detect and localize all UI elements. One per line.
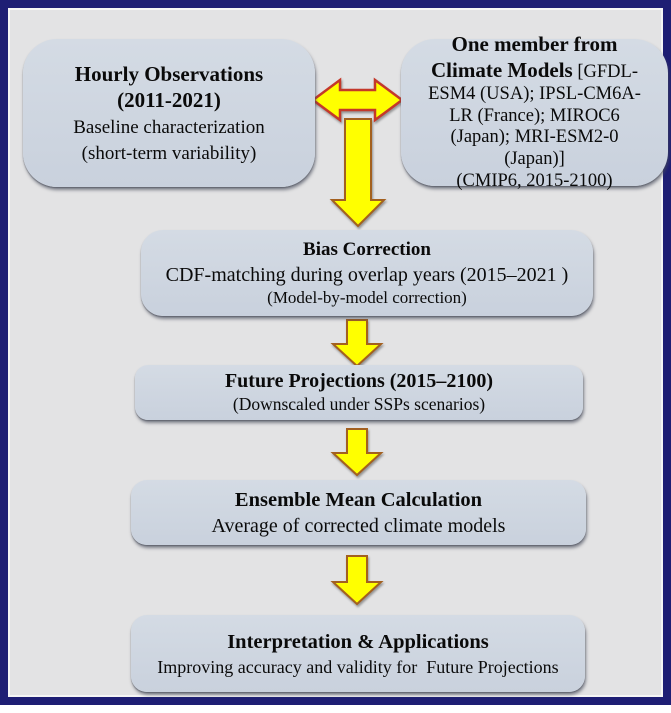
climate-models-text: One member from Climate Models [GFDL-ESM… <box>401 32 668 171</box>
climate-models-detail: [GFDL-ESM4 (USA); IPSL-CM6A-LR (France);… <box>428 61 641 170</box>
bias-correction-note: (Model-by-model correction) <box>267 287 467 307</box>
hourly-observations-title-line2: (2011-2021) <box>117 88 221 113</box>
box-interpretation-applications: Interpretation & Applications Improving … <box>131 615 585 692</box>
double-horizontal-arrow-icon <box>310 77 405 123</box>
hourly-observations-body-line1: Baseline characterization <box>73 117 265 139</box>
box-bias-correction: Bias Correction CDF-matching during over… <box>141 230 593 316</box>
down-arrow-icon <box>329 118 387 228</box>
interpretation-subtitle: Improving accuracy and validity for Futu… <box>157 656 559 677</box>
down-arrow-icon <box>330 555 384 606</box>
down-arrow-icon <box>330 319 384 368</box>
interpretation-title: Interpretation & Applications <box>227 630 489 653</box>
hourly-observations-body-line2: (short-term variability) <box>81 142 257 164</box>
bias-correction-title: Bias Correction <box>303 238 431 260</box>
future-projections-title: Future Projections (2015–2100) <box>224 370 494 393</box>
future-projections-subtitle: (Downscaled under SSPs scenarios) <box>232 394 486 415</box>
ensemble-mean-title: Ensemble Mean Calculation <box>234 489 483 512</box>
box-future-projections: Future Projections (2015–2100) (Downscal… <box>135 365 583 420</box>
box-hourly-observations: Hourly Observations (2011-2021) Baseline… <box>23 39 315 187</box>
hourly-observations-title-line1: Hourly Observations <box>74 61 264 86</box>
box-climate-models: One member from Climate Models [GFDL-ESM… <box>401 32 668 191</box>
down-arrow-icon <box>330 428 384 477</box>
climate-models-title: One member from Climate Models <box>431 32 618 82</box>
ensemble-mean-subtitle: Average of corrected climate models <box>211 514 506 537</box>
box-ensemble-mean: Ensemble Mean Calculation Average of cor… <box>131 480 586 545</box>
bias-correction-subtitle: CDF-matching during overlap years (2015–… <box>165 263 569 286</box>
climate-models-footer: (CMIP6, 2015-2100) <box>456 171 613 192</box>
